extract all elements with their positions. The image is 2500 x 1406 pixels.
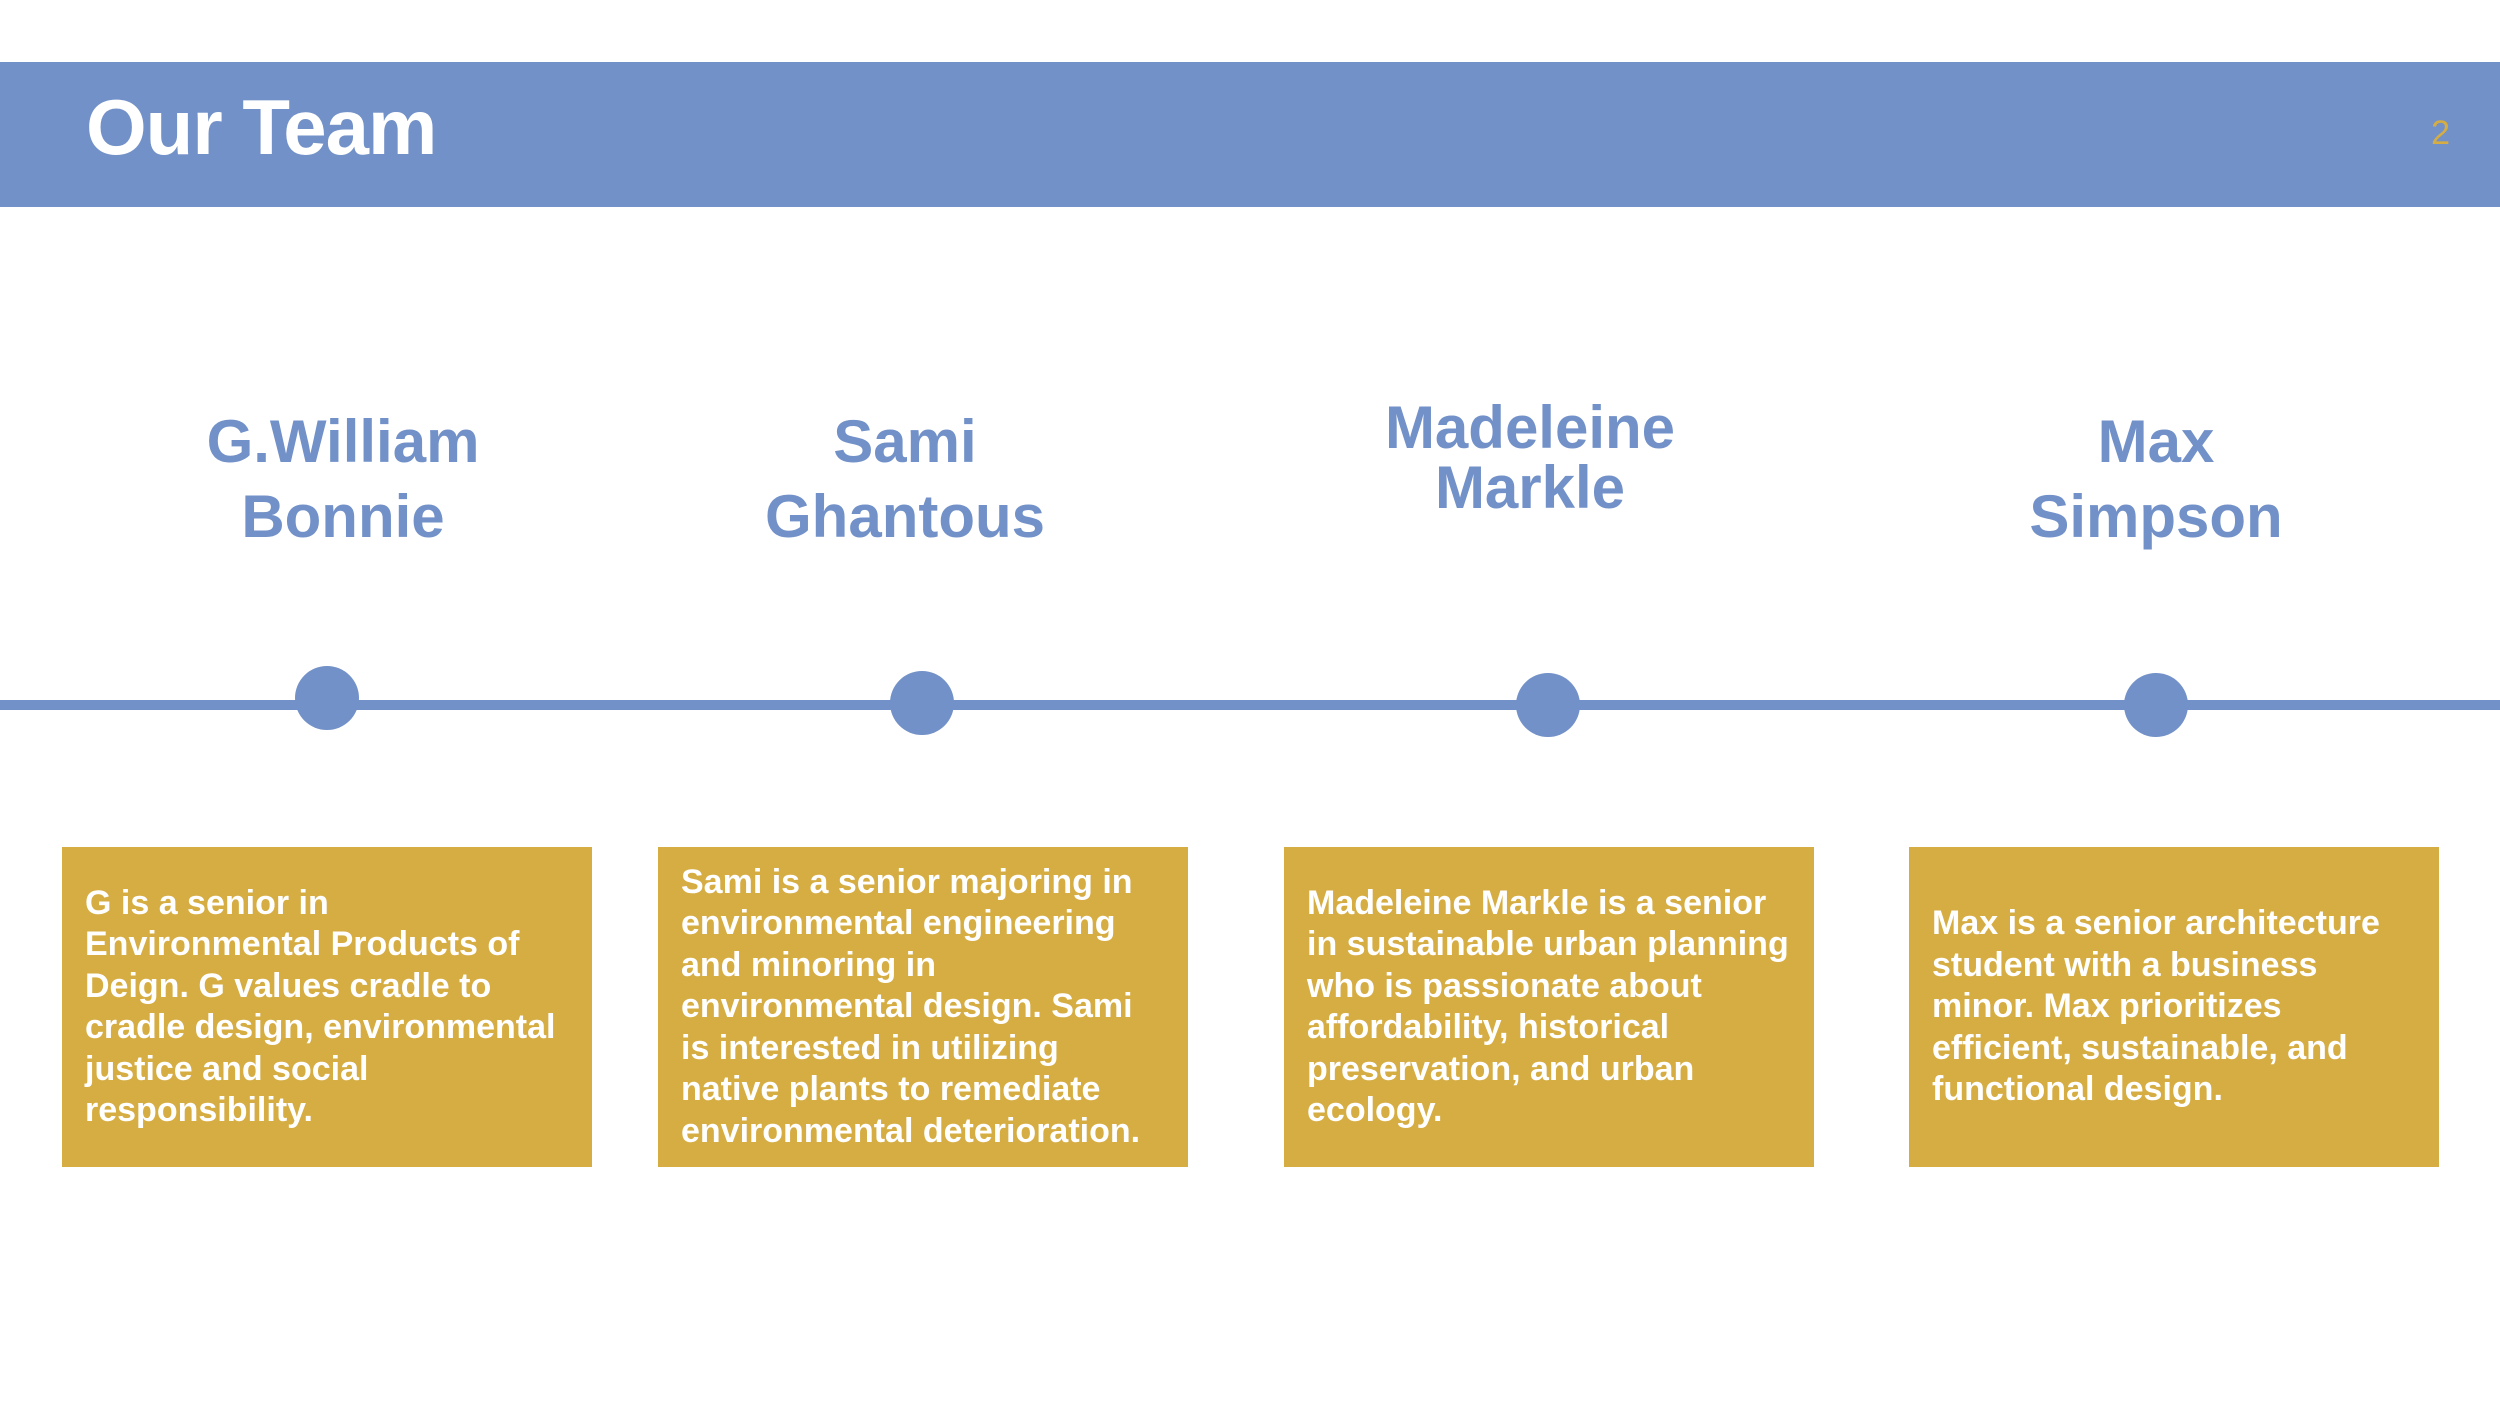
bio-card-gwilliam: G is a senior in Environmental Products …	[62, 847, 592, 1167]
slide-title: Our Team	[86, 83, 437, 171]
member-name-gwilliam: G.William Bonnie	[206, 408, 480, 550]
header-bar	[0, 62, 2500, 207]
bio-card-madeleine: Madeleine Markle is a senior in sustaina…	[1284, 847, 1814, 1167]
bio-text-max: Max is a senior architecture student wit…	[1932, 904, 2380, 1109]
timeline-node-max	[2124, 673, 2188, 737]
member-name-sami: Sami Ghantous	[765, 408, 1045, 550]
timeline-node-sami	[890, 671, 954, 735]
bio-card-sami: Sami is a senior majoring in environment…	[658, 847, 1188, 1167]
timeline-node-gwilliam	[295, 666, 359, 730]
bio-text-gwilliam: G is a senior in Environmental Products …	[85, 883, 556, 1130]
bio-text-madeleine: Madeleine Markle is a senior in sustaina…	[1307, 883, 1789, 1130]
bio-text-sami: Sami is a senior majoring in environment…	[681, 862, 1141, 1150]
page-number: 2	[2431, 114, 2450, 152]
timeline-line	[0, 700, 2500, 710]
member-name-madeleine: Madeleine Markle	[1384, 394, 1676, 521]
timeline-node-madeleine	[1516, 673, 1580, 737]
member-name-max: Max Simpson	[2029, 408, 2283, 550]
bio-card-max: Max is a senior architecture student wit…	[1909, 847, 2439, 1167]
